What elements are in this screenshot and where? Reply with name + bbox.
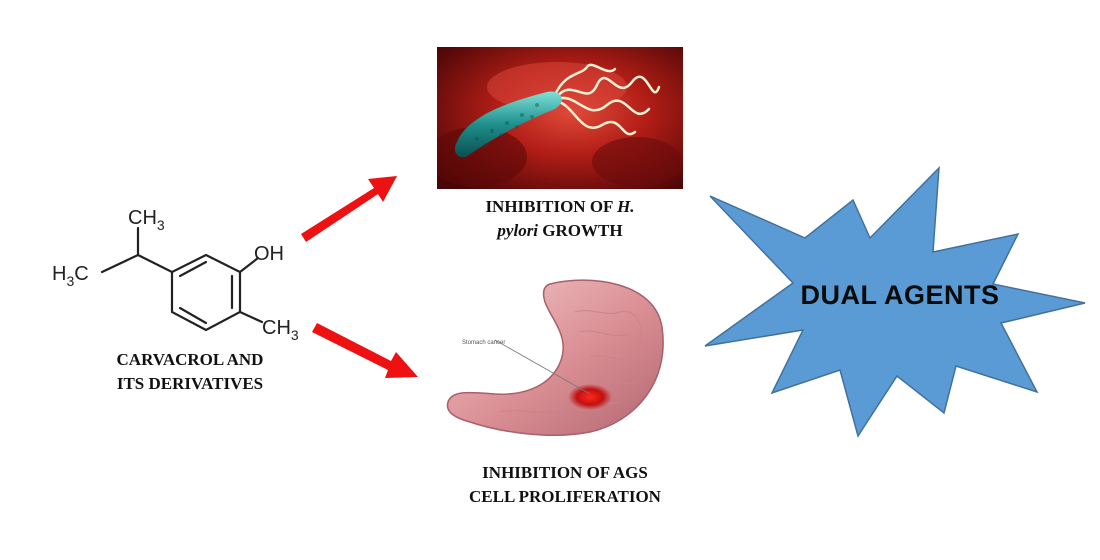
stomach-image: Stomach cancer bbox=[446, 279, 664, 436]
hpylori-caption-suffix: GROWTH bbox=[538, 221, 623, 240]
carvacrol-structure: CH3 H3C OH CH3 bbox=[52, 207, 299, 343]
hpylori-caption-prefix: INHIBITION OF bbox=[485, 197, 618, 216]
compound-caption-line2: ITS DERIVATIVES bbox=[116, 374, 264, 393]
ags-caption: INHIBITION OF AGS CELL PROLIFERATION bbox=[415, 461, 715, 509]
hpylori-caption-species: pylori bbox=[497, 221, 539, 240]
hpylori-caption-line1: INHIBITION OF H. bbox=[420, 195, 700, 219]
ch3-top-label: CH3 bbox=[128, 207, 165, 233]
hpylori-caption-genus: H. bbox=[617, 197, 635, 216]
h3c-label: H3C bbox=[52, 263, 89, 289]
hpylori-image bbox=[437, 47, 683, 189]
stomach-tag: Stomach cancer bbox=[462, 340, 505, 346]
arrow-to-hpylori bbox=[301, 176, 397, 242]
compound-caption: CARVACROL AND ITS DERIVATIVES bbox=[60, 348, 320, 396]
ch3-bottom-label: CH3 bbox=[262, 317, 299, 343]
compound-caption-line1: CARVACROL AND bbox=[116, 350, 264, 369]
hpylori-caption: INHIBITION OF H. pylori GROWTH bbox=[420, 195, 700, 243]
dual-agents-label: DUAL AGENTS bbox=[800, 280, 1000, 310]
ags-caption-line2: CELL PROLIFERATION bbox=[469, 487, 661, 506]
oh-label: OH bbox=[254, 243, 284, 265]
ags-caption-line1: INHIBITION OF AGS bbox=[482, 463, 648, 482]
star-shape bbox=[704, 166, 1086, 438]
hpylori-caption-line2: pylori GROWTH bbox=[420, 219, 700, 243]
arrow-to-ags bbox=[312, 323, 418, 378]
